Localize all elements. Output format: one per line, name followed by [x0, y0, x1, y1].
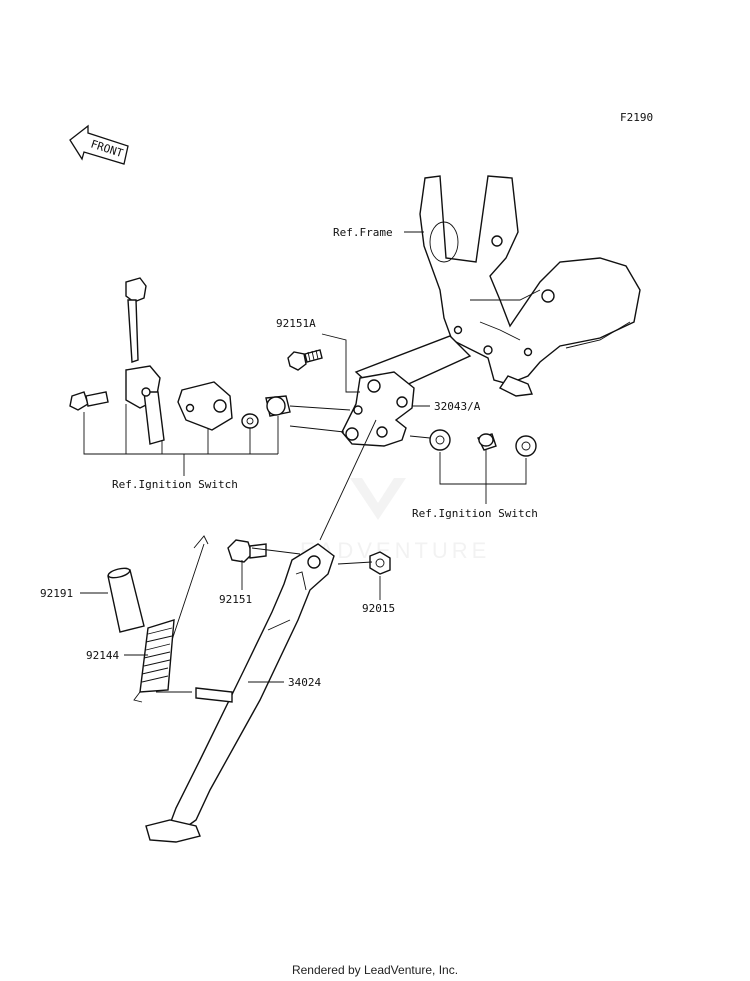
ignition-switch-assembly	[69, 277, 291, 445]
bolt-92151a	[287, 349, 323, 371]
front-arrow-icon: FRONT	[69, 124, 129, 165]
label-ref-frame: Ref.Frame	[333, 226, 393, 239]
label-ref-ignition-switch-right: Ref.Ignition Switch	[412, 507, 538, 520]
label-92015: 92015	[362, 602, 395, 615]
nut-92015	[369, 551, 391, 575]
side-stand-bracket	[341, 371, 415, 447]
label-34024: 34024	[288, 676, 321, 689]
watermark-logo: EADVENTURE	[300, 478, 486, 563]
label-ref-ignition-switch-left: Ref.Ignition Switch	[112, 478, 238, 491]
pin	[195, 687, 233, 703]
bolt-92151	[227, 539, 267, 563]
label-92151: 92151	[219, 593, 252, 606]
figure-code: F2190	[620, 111, 653, 124]
label-92151a: 92151A	[276, 317, 316, 330]
label-92144: 92144	[86, 649, 119, 662]
cover-92191	[107, 567, 145, 633]
label-92191: 92191	[40, 587, 73, 600]
right-washers	[429, 429, 537, 457]
spring-92144	[133, 535, 209, 703]
footer-credit: Rendered by LeadVenture, Inc.	[291, 963, 459, 977]
label-32043a: 32043/A	[434, 400, 481, 413]
side-stand-34024	[145, 543, 335, 843]
